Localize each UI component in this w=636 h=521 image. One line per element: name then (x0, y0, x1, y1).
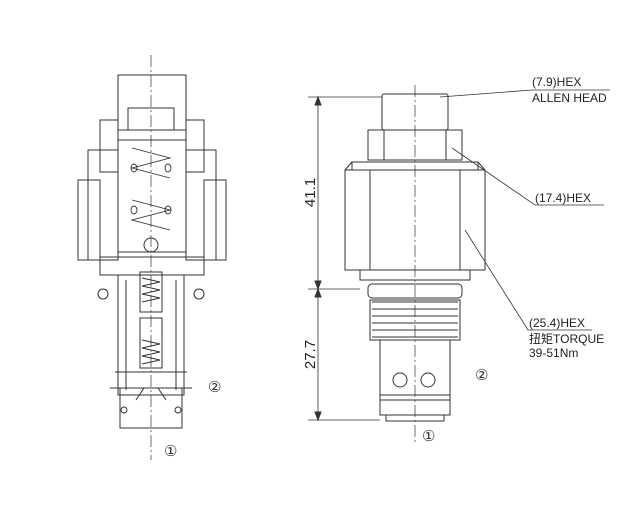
pilot-spring-icon (141, 277, 161, 303)
dimension-lower: 27.7 (302, 339, 320, 370)
body-hex-label: (25.4)HEX (529, 316, 586, 330)
seat-flange (99, 256, 205, 276)
allen-hex-label: (7.9)HEX (532, 75, 582, 89)
body-hex (77, 179, 227, 261)
port-hole (420, 372, 436, 388)
allen-head-label: ALLEN HEAD (532, 91, 607, 105)
section-view (77, 55, 227, 460)
poppet-ball (143, 237, 159, 253)
torque-value: 39-51Nm (529, 346, 579, 360)
nut-hex-label: (17.4)HEX (535, 191, 592, 205)
external-port-1: ① (422, 428, 436, 445)
port-hole (392, 372, 408, 388)
spring-chamber (117, 139, 187, 253)
main-spring-icon (130, 147, 172, 231)
external-port-2: ② (475, 367, 489, 384)
torque-label: 扭矩TORQUE (529, 332, 605, 346)
section-port-1: ① (164, 443, 178, 460)
dimension-lines (308, 96, 382, 421)
section-port-2: ② (208, 379, 222, 396)
lock-nut (99, 119, 205, 173)
external-view (308, 85, 610, 445)
dimension-upper: 41.1 (302, 177, 320, 208)
lock-nut-hex (367, 129, 463, 161)
